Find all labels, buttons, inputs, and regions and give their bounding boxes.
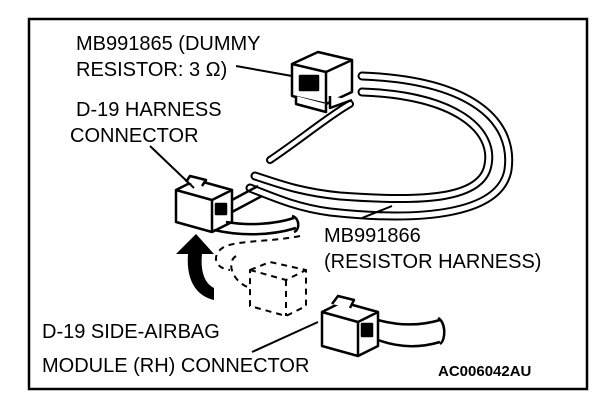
dummy-resistor-connector <box>290 50 354 114</box>
d19-harness-connector <box>174 174 263 234</box>
airbag-module-connector <box>320 294 446 358</box>
connection-arrow-icon <box>176 234 214 300</box>
d19-harness-tail <box>213 214 300 236</box>
resistor-harness-cable <box>245 71 514 221</box>
leader-resistor-harness <box>361 205 393 219</box>
label-harness-connector-line1: D-19 HARNESS <box>76 99 222 121</box>
leader-d19-harness <box>149 145 195 189</box>
label-dummy-resistor-line1: MB991865 (DUMMY <box>76 33 261 55</box>
leader-lines <box>149 65 393 353</box>
label-airbag-connector-line1: D-19 SIDE-AIRBAG <box>42 321 220 343</box>
airbag-connector-original-position-dashed <box>215 235 307 318</box>
label-resistor-harness-line1: MB991866 <box>324 225 421 247</box>
leader-airbag-connector <box>251 321 319 353</box>
label-resistor-harness-line2: (RESISTOR HARNESS) <box>324 251 541 273</box>
leader-dummy-resistor <box>235 65 293 77</box>
figure-code: AC006042AU <box>438 363 531 380</box>
label-airbag-connector-line2: MODULE (RH) CONNECTOR <box>42 355 309 377</box>
figure-frame <box>27 17 589 391</box>
label-harness-connector-line2: CONNECTOR <box>70 125 199 147</box>
label-dummy-resistor-line2: RESISTOR: 3 Ω) <box>76 59 227 81</box>
